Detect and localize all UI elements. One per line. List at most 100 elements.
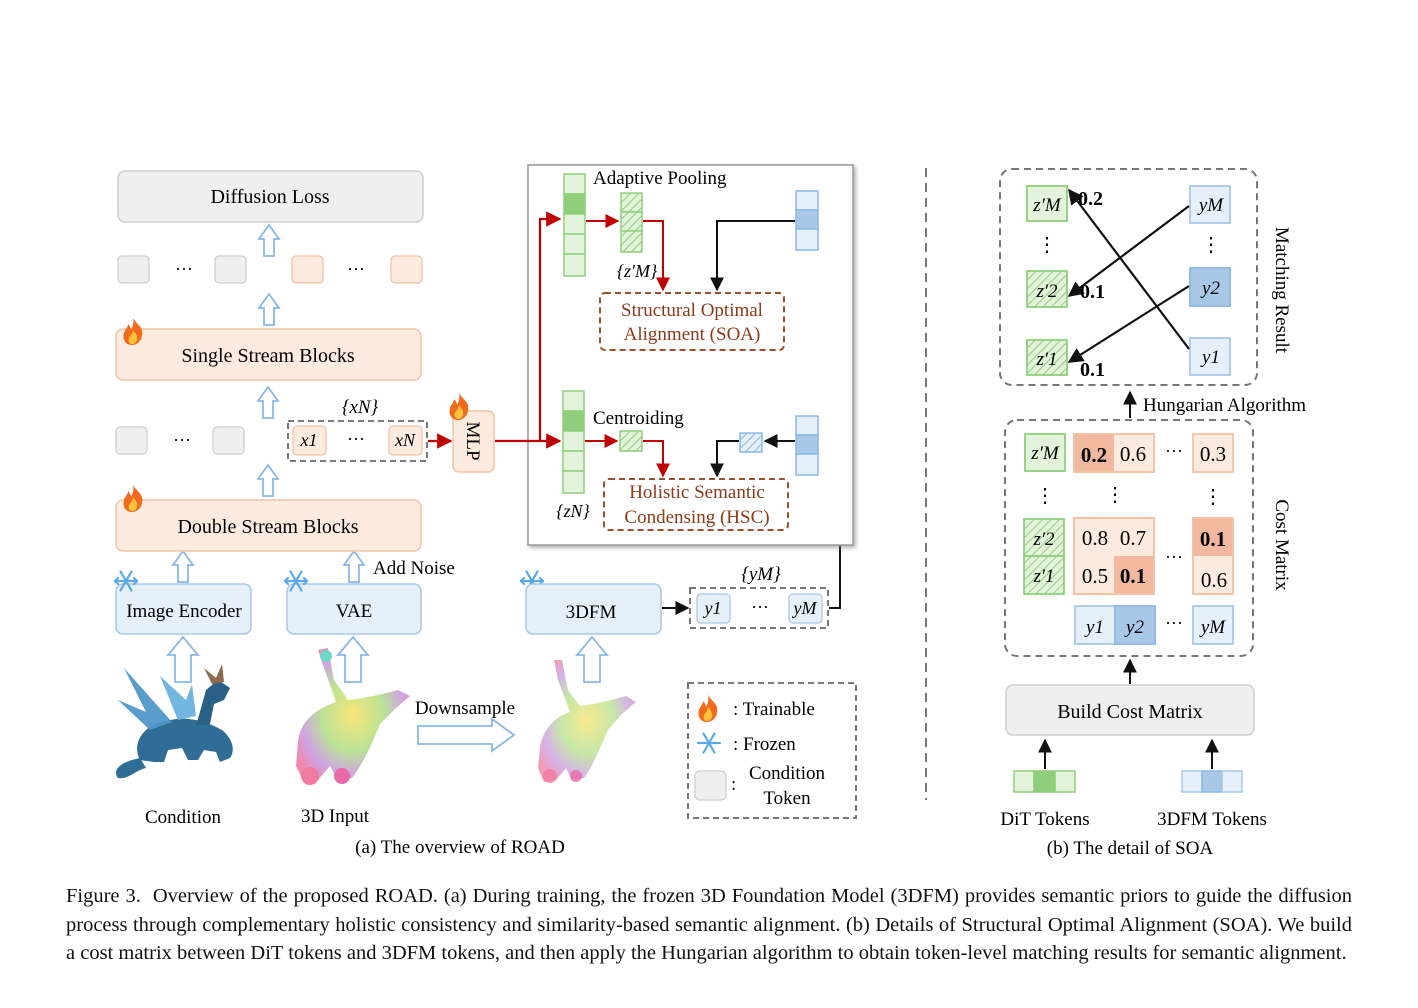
figure-caption-label: Figure 3.: [66, 885, 141, 907]
zm-pooled-column: [620, 192, 643, 253]
svg-text:···: ···: [173, 430, 191, 450]
svg-text:···: ···: [751, 597, 769, 617]
svg-text:0.7: 0.7: [1120, 526, 1146, 550]
tdfm-box: 3DFM: [525, 583, 662, 635]
figure-diagram: Diffusion Loss ··· ··· Single Stream Blo…: [113, 164, 1306, 859]
svg-text:Image Encoder: Image Encoder: [126, 601, 242, 622]
svg-text:Double Stream Blocks: Double Stream Blocks: [177, 516, 358, 538]
svg-text:z′2: z′2: [1035, 281, 1058, 302]
svg-text:⋮: ⋮: [1037, 234, 1057, 256]
tdfm-tokens-label: 3DFM Tokens: [1157, 809, 1267, 830]
svg-text:Build Cost Matrix: Build Cost Matrix: [1057, 701, 1203, 723]
svg-text:0.6: 0.6: [1120, 442, 1146, 466]
svg-text:0.6: 0.6: [1201, 568, 1227, 592]
svg-text:: Frozen: : Frozen: [733, 734, 796, 755]
svg-text:z′M: z′M: [1032, 195, 1062, 216]
svg-text:Centroiding: Centroiding: [593, 408, 684, 429]
token-row-middle: ···: [115, 426, 245, 455]
blue-token-column-bottom: [795, 415, 819, 476]
svg-text:z′1: z′1: [1035, 349, 1057, 370]
svg-text:···: ···: [175, 259, 193, 279]
svg-text:MLP: MLP: [462, 421, 483, 460]
fire-icon: [449, 393, 469, 420]
zn-centroid-token: [619, 430, 643, 452]
svg-text:y1: y1: [703, 598, 722, 618]
svg-text:z′2: z′2: [1032, 529, 1055, 550]
svg-text:···: ···: [1165, 613, 1183, 633]
hollow-up-arrows: [166, 223, 609, 753]
svg-text:z′M: z′M: [1030, 443, 1060, 464]
svg-text:yM: yM: [792, 598, 818, 618]
svg-text:y1: y1: [1084, 617, 1104, 638]
svg-text:Adaptive Pooling: Adaptive Pooling: [593, 168, 727, 189]
svg-text:···: ···: [1165, 441, 1183, 461]
image-encoder-box: Image Encoder: [115, 583, 252, 635]
svg-text:z′1: z′1: [1032, 566, 1054, 587]
token-row-top: ··· ···: [117, 255, 423, 284]
svg-text:3DFM: 3DFM: [566, 602, 617, 623]
svg-text:yM: yM: [1197, 195, 1224, 216]
point-cloud-downsampled: [538, 660, 636, 783]
svg-text:x1: x1: [300, 430, 318, 450]
svg-text:{z′M}: {z′M}: [617, 261, 658, 281]
svg-text:Structural Optimal: Structural Optimal: [621, 300, 763, 321]
svg-text:⋮: ⋮: [1105, 484, 1125, 506]
dragon-image: [116, 664, 233, 779]
dit-tokens-label: DiT Tokens: [1000, 809, 1089, 830]
blue-token-column-top: [795, 190, 819, 251]
single-stream-blocks: Single Stream Blocks: [115, 328, 422, 381]
tdfm-token-strip: [1181, 770, 1243, 793]
svg-text:Holistic Semantic: Holistic Semantic: [629, 482, 765, 503]
svg-text:0.2: 0.2: [1081, 443, 1107, 467]
hungarian-label: Hungarian Algorithm: [1143, 395, 1306, 416]
fire-icon: [123, 485, 143, 512]
svg-text:⋮: ⋮: [1203, 486, 1223, 508]
svg-text:0.1: 0.1: [1120, 564, 1146, 588]
double-stream-blocks: Double Stream Blocks: [115, 499, 422, 552]
svg-text:0.1: 0.1: [1080, 281, 1105, 303]
vae-box: VAE: [286, 583, 422, 635]
svg-text:Token: Token: [763, 788, 811, 809]
svg-text:0.1: 0.1: [1200, 527, 1226, 551]
svg-text:⋮: ⋮: [1035, 485, 1055, 507]
matching-result-label: Matching Result: [1271, 227, 1292, 354]
panel-b-caption: (b) The detail of SOA: [1047, 838, 1214, 859]
svg-text:Condensing (HSC): Condensing (HSC): [624, 507, 769, 528]
dit-token-strip: [1013, 770, 1076, 793]
snowflake-icon: [113, 570, 545, 592]
xn-token-group: {xN} x1 ··· xN: [287, 397, 428, 462]
soa-box: Structural Optimal Alignment (SOA): [599, 292, 785, 351]
mlp-box: MLP: [452, 410, 495, 473]
figure-caption-text: Overview of the proposed ROAD. (a) Durin…: [66, 885, 1352, 964]
ym-token-group: {yM} y1 ··· yM: [689, 564, 829, 629]
build-cost-matrix-box: Build Cost Matrix: [1005, 684, 1255, 736]
legend: : Trainable : Frozen : Condition Token: [687, 682, 857, 819]
fire-icon: [123, 318, 143, 345]
svg-text:y1: y1: [1200, 347, 1220, 368]
cost-matrix-box: z′M ⋮ z′2 z′1 0.2 0.6 ··· 0.3 ⋮ ⋮ 0.8 0.…: [1004, 419, 1254, 657]
svg-text:{yM}: {yM}: [741, 564, 781, 585]
svg-text:···: ···: [347, 429, 365, 449]
svg-text:yM: yM: [1199, 617, 1226, 638]
point-cloud-image: [296, 648, 410, 785]
svg-text:Single Stream Blocks: Single Stream Blocks: [181, 345, 355, 367]
figure-caption: Figure 3. Overview of the proposed ROAD.…: [66, 882, 1352, 968]
svg-text:0.5: 0.5: [1082, 564, 1108, 588]
svg-text:Condition: Condition: [749, 763, 826, 784]
condition-label: Condition: [145, 807, 222, 828]
diffusion-loss-box: Diffusion Loss: [117, 170, 424, 223]
svg-text:xN: xN: [394, 430, 416, 450]
svg-text:0.2: 0.2: [1078, 188, 1103, 210]
svg-text:VAE: VAE: [336, 601, 373, 622]
downsample-label: Downsample: [415, 698, 515, 719]
ym-centroid-token: [739, 432, 763, 453]
svg-text:y2: y2: [1124, 617, 1144, 638]
hsc-box: Holistic Semantic Condensing (HSC): [603, 478, 789, 531]
svg-text:Alignment (SOA): Alignment (SOA): [624, 324, 761, 345]
svg-text:y2: y2: [1200, 278, 1220, 299]
add-noise-label: Add Noise: [373, 558, 455, 579]
svg-text:···: ···: [347, 259, 365, 279]
svg-text:···: ···: [1165, 547, 1183, 567]
svg-text:{zN}: {zN}: [556, 501, 590, 521]
svg-text:: Trainable: : Trainable: [733, 699, 815, 720]
